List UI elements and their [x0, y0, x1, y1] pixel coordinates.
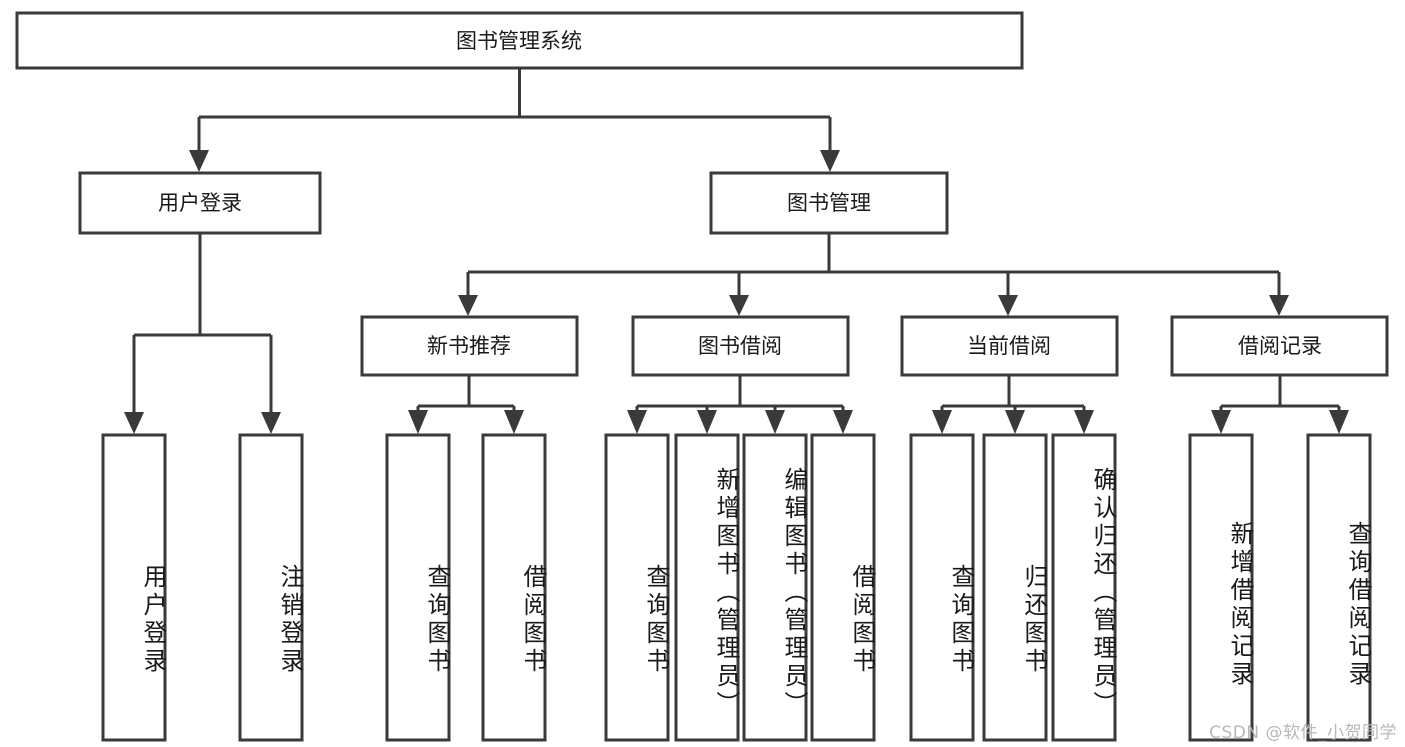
connectors-root-to-level1 [189, 68, 840, 172]
leaf-box[interactable] [1306, 433, 1372, 742]
leaf-boxes [101, 433, 1372, 742]
node-current-borrow-label: 当前借阅 [967, 334, 1051, 358]
node-root-system-label: 图书管理系统 [456, 29, 582, 53]
leaf-box[interactable] [1188, 433, 1254, 742]
node-new-book-recommend[interactable]: 新书推荐 [360, 315, 579, 377]
node-book-borrow[interactable]: 图书借阅 [631, 315, 850, 377]
node-book-management-label: 图书管理 [787, 191, 871, 215]
leaf-box[interactable] [1051, 433, 1117, 742]
connectors-user-login-to-leaves [124, 233, 281, 434]
leaf-box[interactable] [674, 433, 740, 742]
leaf-box[interactable] [810, 433, 876, 742]
connectors-level1-to-level2 [458, 233, 1289, 316]
node-current-borrow[interactable]: 当前借阅 [900, 315, 1119, 377]
connectors-borrow-record-to-leaves [1211, 375, 1349, 434]
node-user-login[interactable]: 用户登录 [78, 171, 322, 235]
connectors-new-book-to-leaves [408, 375, 524, 434]
node-user-login-label: 用户登录 [158, 191, 242, 215]
node-book-borrow-label: 图书借阅 [698, 334, 782, 358]
connectors-book-borrow-to-leaves [627, 375, 853, 434]
node-root-system[interactable]: 图书管理系统 [15, 11, 1024, 70]
leaf-box[interactable] [604, 433, 670, 742]
node-borrow-record[interactable]: 借阅记录 [1170, 315, 1389, 377]
leaf-box[interactable] [238, 433, 304, 742]
node-new-book-recommend-label: 新书推荐 [427, 334, 511, 358]
node-borrow-record-label: 借阅记录 [1238, 334, 1322, 358]
connectors-current-borrow-to-leaves [932, 375, 1094, 434]
leaf-box[interactable] [385, 433, 451, 742]
watermark: CSDN @软件_小贺同学 [1209, 723, 1397, 743]
leaf-box[interactable] [982, 433, 1048, 742]
leaf-box[interactable] [481, 433, 547, 742]
node-book-management[interactable]: 图书管理 [709, 171, 949, 235]
leaf-box[interactable] [909, 433, 975, 742]
leaf-box[interactable] [101, 433, 167, 742]
leaf-box[interactable] [742, 433, 808, 742]
